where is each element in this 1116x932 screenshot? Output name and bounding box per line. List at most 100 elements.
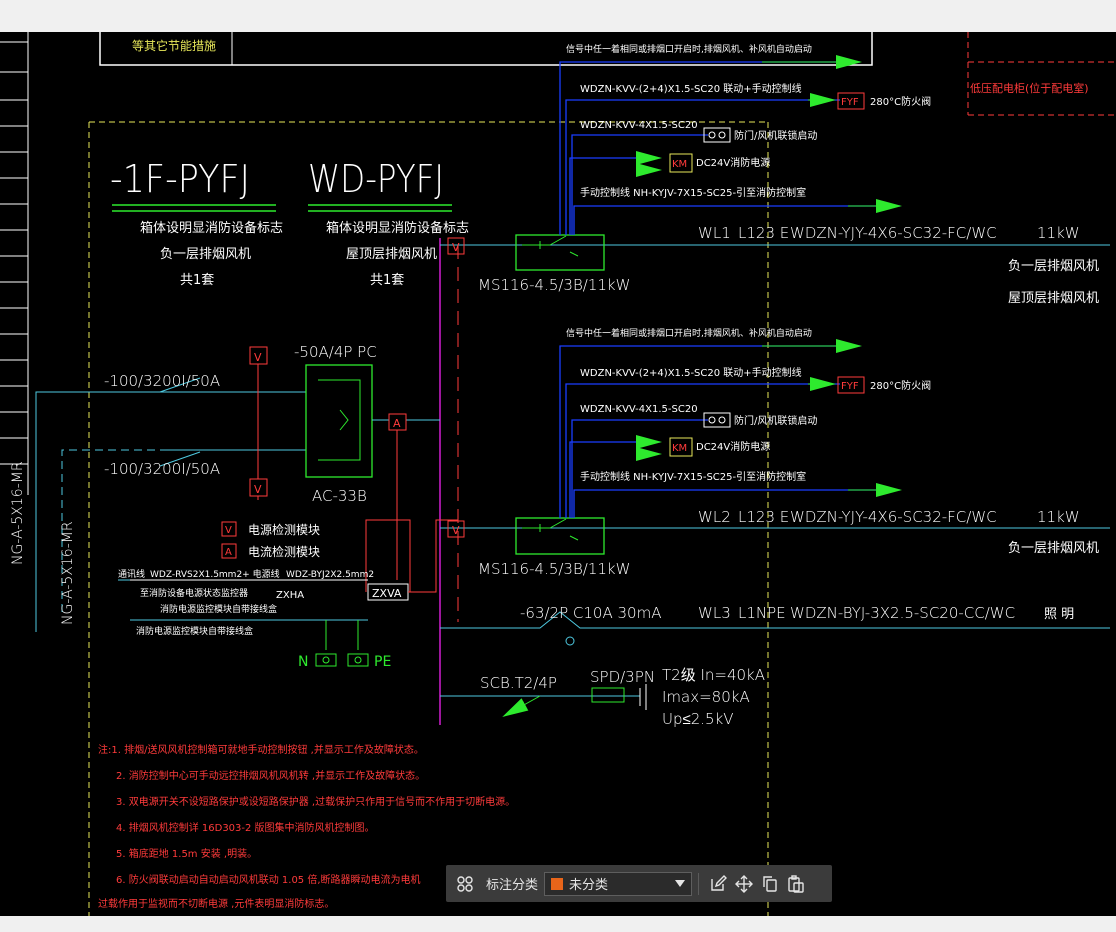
cad-viewport[interactable]: 等其它节能措施 低压配电柜(位于配电室) -1F-PYFJ WD-PYFJ 箱体…: [0, 32, 1116, 916]
chevron-down-icon: [675, 879, 686, 887]
bus-b: WDZ-RVS2X1.5mm2+ 电源线: [150, 568, 280, 580]
breaker-2-label: MS116-4.5/3B/11kW: [478, 560, 630, 578]
svg-text:ZXVA: ZXVA: [372, 587, 402, 600]
svg-text:KM: KM: [672, 159, 687, 170]
svg-text:KM: KM: [672, 443, 687, 454]
cable-vertical-2: NG-A-5X16-MR: [60, 521, 76, 625]
circuit-2-id: WL2: [698, 508, 731, 526]
breaker-1-label: MS116-4.5/3B/11kW: [478, 276, 630, 294]
circuit-2-phase: L123 E: [738, 508, 789, 526]
left-ruler: [0, 32, 29, 495]
schematic-diagram: 等其它节能措施 低压配电柜(位于配电室) -1F-PYFJ WD-PYFJ 箱体…: [0, 32, 1116, 916]
rcd-label: -63/2P C10A 30mA: [520, 604, 661, 622]
feeder-2: MS116-4.5/3B/11kW V WL2 L123 E WDZN-YJY-…: [440, 327, 1110, 578]
feeder-3: -63/2P C10A 30mA WL3 L1NPE WDZN-BYJ-3X2.…: [440, 604, 1110, 646]
panel1-desc: 箱体设明显消防设备标志: [140, 220, 283, 236]
ats-model: AC-33B: [312, 487, 367, 505]
circuit-2-cable: WDZN-YJY-4X6-SC32-FC/WC: [790, 508, 997, 526]
panel2-code: WD-PYFJ: [308, 157, 444, 201]
bus-d: 至消防设备电源状态监控器: [140, 587, 248, 599]
low-voltage-panel-label: 低压配电柜(位于配电室): [970, 81, 1089, 95]
grid-icon[interactable]: [452, 871, 478, 897]
svg-text:防门/风机联锁启动: 防门/风机联锁启动: [734, 414, 817, 427]
current-module: 电流检测模块: [248, 544, 320, 559]
title-underlines: [112, 204, 452, 212]
annotation-2-4: 手动控制线 NH-KYJV-7X15-SC25-引至消防控制室: [580, 470, 806, 483]
svg-text:FYF: FYF: [841, 381, 859, 392]
circuit-1-cable: WDZN-YJY-4X6-SC32-FC/WC: [790, 224, 997, 242]
circuit-1-load-1: 负一层排烟风机: [1008, 259, 1099, 274]
panel2-qty: 共1套: [370, 272, 404, 288]
spd-param-1: T2级 In=40kA: [662, 666, 765, 684]
note-6: 6. 防火阀联动启动自动启动风机联动 1.05 倍,断路器瞬动电流为电机: [116, 873, 421, 886]
annotation-1-2: WDZN-KVV-4X1.5-SC20: [580, 120, 698, 131]
note-2: 2. 消防控制中心可手动远控排烟风机风机转 ,并显示工作及故障状态。: [116, 769, 425, 782]
voltage-module: 电源检测模块: [248, 522, 320, 537]
feeder-1: MS116-4.5/3B/11kW V WL1 L123 E WDZN-YJY-…: [440, 43, 1110, 306]
circuit-1-load-2: 屋顶层排烟风机: [1008, 291, 1099, 306]
circuit-1-power: 11kW: [1037, 224, 1080, 242]
circuit-2-load-1: 负一层排烟风机: [1008, 541, 1099, 556]
circuit-3-phase: L1NPE: [738, 604, 786, 622]
svg-text:A: A: [225, 547, 232, 558]
terminal-pe: PE: [374, 654, 391, 670]
circuit-1-id: WL1: [698, 224, 731, 242]
svg-text:V: V: [452, 524, 460, 537]
top-frame: [99, 32, 873, 66]
annotation-2-2: WDZN-KVV-4X1.5-SC20: [580, 404, 698, 415]
svg-text:DC24V消防电源: DC24V消防电源: [696, 440, 770, 453]
move-icon[interactable]: [731, 871, 757, 897]
scb-label: SCB.T2/4P: [480, 674, 557, 692]
note-7: 过载作用于监视而不切断电源 ,元件表明显消防标志。: [98, 897, 334, 910]
category-label: 标注分类: [486, 878, 539, 893]
svg-text:防门/风机联锁启动: 防门/风机联锁启动: [734, 129, 817, 142]
incoming-2-label: -100/3200I/50A: [104, 460, 220, 478]
circuit-3-cable: WDZN-BYJ-3X2.5-SC20-CC/WC: [790, 604, 1015, 622]
incoming-section: -100/3200I/50A -100/3200I/50A -50A/4P PC…: [10, 343, 458, 670]
svg-text:A: A: [393, 417, 401, 430]
panel-boundary: [88, 121, 769, 916]
low-voltage-panel: [967, 32, 1116, 116]
spd-param-2: Imax=80kA: [662, 688, 750, 706]
svg-text:280°C防火阀: 280°C防火阀: [870, 379, 931, 392]
circuit-2-power: 11kW: [1037, 508, 1080, 526]
top-annotation-2: 信号中任一着相同或排烟口开启时,排烟风机、补风机自动启动: [566, 327, 812, 339]
bus-e: 消防电源监控模块自带接线盒: [160, 603, 277, 615]
annotation-toolbar: 标注分类 未分类: [446, 865, 832, 902]
top-annotation-1: 信号中任一着相同或排烟口开启时,排烟风机、补风机自动启动: [566, 43, 812, 55]
zxha-label: ZXHA: [276, 590, 304, 601]
circuit-1-phase: L123 E: [738, 224, 789, 242]
svg-text:DC24V消防电源: DC24V消防电源: [696, 156, 770, 169]
annotation-1-4: 手动控制线 NH-KYJV-7X15-SC25-引至消防控制室: [580, 186, 806, 199]
spd-branch: SCB.T2/4P SPD/3PN T2级 In=40kA Imax=80kA …: [440, 666, 765, 728]
ats-rating: -50A/4P PC: [294, 343, 377, 361]
svg-text:V: V: [254, 351, 262, 364]
svg-text:FYF: FYF: [841, 97, 859, 108]
spd-param-3: Up≤2.5kV: [662, 710, 734, 728]
cable-vertical-1: NG-A-5X16-MR: [10, 461, 26, 565]
panel2-name: 屋顶层排烟风机: [346, 247, 437, 262]
bus-c: WDZ-BYJ2X2.5mm2: [286, 570, 374, 580]
category-select[interactable]: 未分类: [544, 871, 693, 896]
notes: 注:1. 排烟/送风风机控制箱可就地手动控制按钮 ,并显示工作及故障状态。 2.…: [98, 743, 515, 910]
category-selected: 未分类: [569, 878, 609, 893]
note-3: 3. 双电源开关不设短路保护或设短路保护器 ,过载保护只作用于信号而不作用于切断…: [116, 795, 515, 808]
circuit-3-id: WL3: [698, 604, 731, 622]
ats-box: [305, 364, 373, 478]
note-1: 注:1. 排烟/送风风机控制箱可就地手动控制按钮 ,并显示工作及故障状态。: [98, 743, 424, 756]
edit-icon[interactable]: [705, 871, 731, 897]
svg-text:280°C防火阀: 280°C防火阀: [870, 95, 931, 108]
paste-icon[interactable]: [783, 871, 809, 897]
annotation-2-1: WDZN-KVV-(2+4)X1.5-SC20 联动+手动控制线: [580, 366, 802, 379]
annotation-1-1: WDZN-KVV-(2+4)X1.5-SC20 联动+手动控制线: [580, 82, 802, 95]
copy-icon[interactable]: [757, 871, 783, 897]
panel1-code: -1F-PYFJ: [110, 157, 250, 201]
panel1-name: 负一层排烟风机: [160, 247, 251, 262]
spd-label: SPD/3PN: [590, 668, 655, 686]
panel1-qty: 共1套: [180, 272, 214, 288]
bus-f: 消防电源监控模块自带接线盒: [136, 625, 253, 637]
circuit-3-load: 照 明: [1044, 607, 1074, 622]
svg-text:V: V: [254, 483, 262, 496]
note-4: 4. 排烟风机控制详 16D303-2 版图集中消防风机控制图。: [116, 821, 375, 834]
svg-text:V: V: [225, 525, 232, 536]
